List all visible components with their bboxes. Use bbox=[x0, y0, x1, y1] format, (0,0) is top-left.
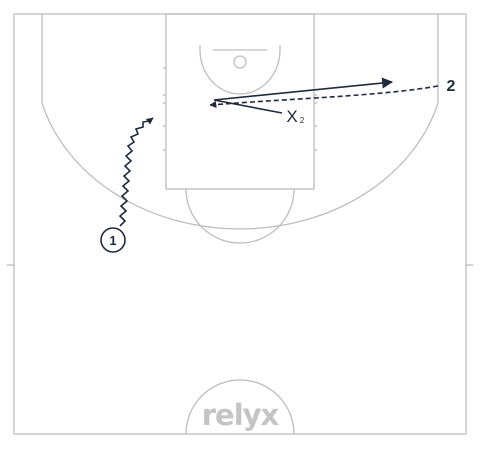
rim bbox=[233, 55, 247, 69]
court-boundary bbox=[13, 13, 467, 435]
dribble-path bbox=[118, 117, 154, 227]
restricted-area-arc bbox=[199, 49, 281, 95]
play-actions bbox=[118, 77, 439, 227]
free-throw-circle bbox=[185, 188, 295, 244]
screen-line bbox=[213, 77, 394, 114]
cut-path-2 bbox=[209, 85, 439, 109]
defender-x-label: X bbox=[286, 107, 297, 126]
player-2-label: 2 bbox=[447, 78, 456, 95]
paint-lane bbox=[165, 13, 315, 190]
half-court bbox=[7, 13, 473, 435]
relyx-logo: relyx bbox=[202, 398, 280, 432]
defender-subscript: 2 bbox=[300, 116, 305, 125]
center-circle bbox=[185, 379, 295, 435]
player-1-marker bbox=[100, 227, 126, 253]
three-point-line bbox=[41, 14, 439, 230]
player-1-label: 1 bbox=[109, 233, 116, 248]
